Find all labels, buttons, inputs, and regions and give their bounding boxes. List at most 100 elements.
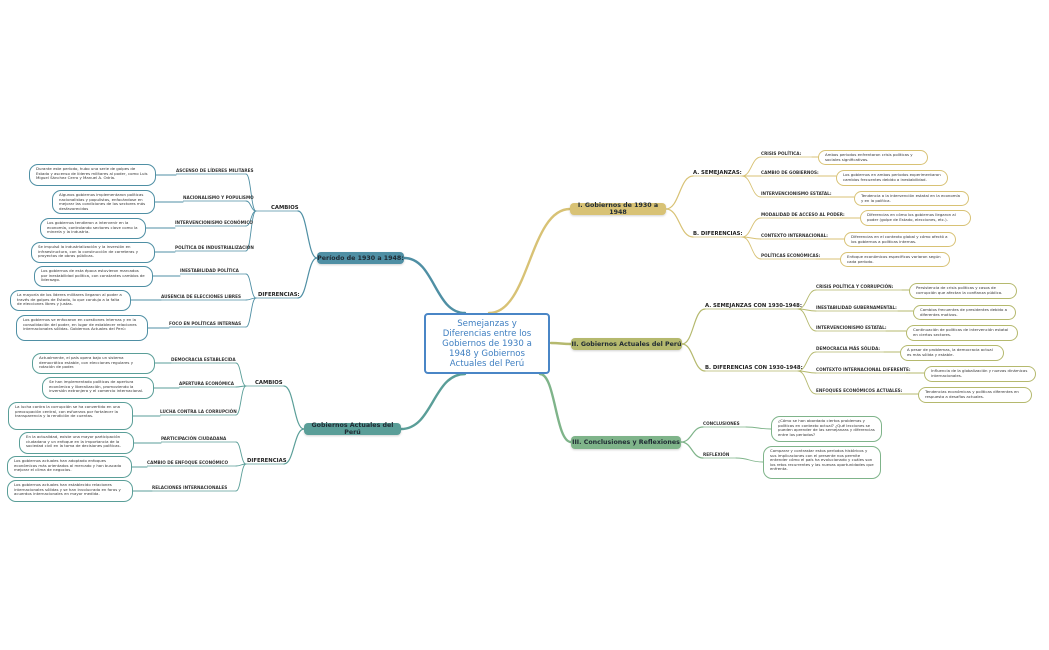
b1-dif-politicas <box>741 236 762 260</box>
trunk-b4 <box>402 256 467 315</box>
branch-gobiernos-actuales[interactable]: II. Gobiernos Actuales del Perú <box>571 338 682 350</box>
b4-label-ascenso[interactable]: ASCENSO DE LÍDERES MILITARES <box>176 168 254 173</box>
b2-sem-intervencionismo <box>797 308 817 332</box>
b5-cam-apertura <box>235 385 247 388</box>
b4-leaf-intervencionismo[interactable]: Los gobiernos tendieron a intervenir en … <box>40 218 146 239</box>
b4-leaf-foco[interactable]: Los gobiernos se enfocaron en cuestiones… <box>16 315 148 341</box>
b5-cam-corrupcion <box>235 385 247 416</box>
b1-leaf-politicas[interactable]: Enfoque económicos específicos variaron … <box>840 252 950 267</box>
b4-label-industrializacion[interactable]: POLÍTICA DE INDUSTRIALIZACIÓN <box>175 245 254 250</box>
b2-dif-enfoques <box>797 370 817 395</box>
b5-leaf-relaciones[interactable]: Los gobiernos actuales han establecido r… <box>7 480 133 502</box>
b3-label-reflexion[interactable]: REFLEXIÓN <box>703 452 730 457</box>
b2-label-enfoques[interactable]: ENFOQUES ECONÓMICOS ACTUALES: <box>816 388 903 393</box>
b3-leaf-reflexion[interactable]: Comparar y contrastar estos períodos his… <box>763 446 881 479</box>
b1-sem-intervencionismo <box>741 175 762 198</box>
b1-leaf-contexto[interactable]: Diferencias en el contexto global y cómo… <box>844 232 956 247</box>
b1-leaf-cambio[interactable]: Los gobiernos en ambos periodos experime… <box>836 170 948 186</box>
b4-leaf-ausencia[interactable]: La mayoría de los líderes militares lleg… <box>10 290 131 311</box>
b5-cambios[interactable]: CAMBIOS <box>255 380 283 386</box>
b1-diferencias[interactable]: B. DIFERENCIAS: <box>693 231 743 237</box>
b3-leaf-line-conclusiones <box>745 426 772 430</box>
b1-leaf-modalidad[interactable]: Diferencias en cómo los gobiernos llegar… <box>860 210 971 226</box>
b4-label-intervencionismo[interactable]: INTERVENCIONISMO ECONÓMICO <box>175 220 253 225</box>
b5-leaf-enfoque[interactable]: Los gobiernos actuales han adoptado enfo… <box>7 456 132 478</box>
central-topic[interactable]: Semejanzas y Diferencias entre los Gobie… <box>424 313 550 374</box>
b4-leaf-industrializacion[interactable]: Se impulsó la industrialización y la inv… <box>31 242 155 263</box>
b4-cam-nacionalismo <box>245 200 257 212</box>
b2-label-inestabilidad[interactable]: INESTABILIDAD GUBERNAMENTAL: <box>816 305 897 310</box>
b2-label-democracia[interactable]: DEMOCRACIA MÁS SÓLIDA: <box>816 346 881 351</box>
b2-diferencias[interactable]: B. DIFERENCIAS CON 1930-1948: <box>705 365 803 371</box>
b4-dif-ausencia <box>245 297 257 301</box>
b4-to-diferencias <box>297 257 318 299</box>
b4-label-inestabilidad[interactable]: INESTABILIDAD POLÍTICA <box>180 268 239 273</box>
b2-dif-democracia <box>797 351 817 372</box>
b1-label-contexto[interactable]: CONTEXTO INTERNACIONAL: <box>761 233 828 238</box>
b2-sem-crisis <box>797 289 817 310</box>
b2-semejanzas[interactable]: A. SEMEJANZAS CON 1930-1948: <box>705 303 802 309</box>
b2-leaf-enfoques[interactable]: Tendencias económicas y políticas difere… <box>918 387 1032 403</box>
b1-to-semejanzas <box>665 175 694 210</box>
b4-label-nacionalismo[interactable]: NACIONALISMO Y POPULISMO <box>183 195 254 200</box>
b5-label-relaciones[interactable]: RELACIONES INTERNACIONALES <box>152 485 228 490</box>
b2-leaf-inestabilidad[interactable]: Cambios frecuentes de presidentes debido… <box>913 305 1016 320</box>
b1-semejanzas[interactable]: A. SEMEJANZAS: <box>693 170 742 176</box>
b4-cambios[interactable]: CAMBIOS <box>271 205 299 211</box>
branch-gobiernos-actuales-left[interactable]: Gobiernos Actuales del Perú <box>304 422 401 436</box>
b4-label-ausencia[interactable]: AUSENCIA DE ELECCIONES LIBRES <box>161 294 242 299</box>
b1-label-intervencionismo[interactable]: INTERVENCIONISMO ESTATAL: <box>761 191 832 196</box>
b5-label-participacion[interactable]: PARTICIPACIÓN CIUDADANA <box>161 436 227 441</box>
branch-conclusiones[interactable]: III. Conclusiones y Reflexiones <box>571 436 681 449</box>
b5-diferencias[interactable]: DIFERENCIAS <box>247 458 287 464</box>
b2-label-crisis[interactable]: CRISIS POLÍTICA Y CORRUPCIÓN: <box>816 284 894 289</box>
b4-dif-inestabilidad <box>245 273 257 299</box>
b2-leaf-democracia[interactable]: A pesar de problemas, la democracia actu… <box>900 345 1004 361</box>
b1-leaf-intervencionismo[interactable]: Tendencia a la intervención estatal en l… <box>854 191 969 206</box>
b5-leaf-participacion[interactable]: En la actualidad, existe una mayor parti… <box>19 432 134 454</box>
branch-gobiernos-1930-1948[interactable]: I. Gobiernos de 1930 a 1948 <box>570 202 666 216</box>
b5-dif-enfoque <box>235 463 247 467</box>
b5-label-corrupcion[interactable]: LUCHA CONTRA LA CORRUPCIÓN <box>160 409 237 414</box>
b1-label-politicas[interactable]: POLÍTICAS ECONÓMICAS: <box>761 253 821 258</box>
b3-leaf-line-reflexion <box>735 457 764 463</box>
b4-cam-ascenso <box>245 173 257 212</box>
b3-to-reflexion <box>680 441 704 459</box>
b2-leaf-intervencionismo[interactable]: Continuación de políticas de intervenció… <box>906 325 1018 341</box>
b5-to-diferencias <box>283 428 305 465</box>
b3-to-conclusiones <box>680 426 704 443</box>
b4-diferencias[interactable]: DIFERENCIAS: <box>258 292 300 298</box>
b2-label-intervencionismo[interactable]: INTERVENCIONISMO ESTATAL: <box>816 325 887 330</box>
b2-leaf-crisis[interactable]: Persistencia de crisis políticas y casos… <box>909 283 1017 299</box>
b3-leaf-conclusiones[interactable]: ¿Cómo se han abordado ciertos problemas … <box>771 416 882 442</box>
b5-leaf-democracia[interactable]: Actualmente, el país opera bajo un siste… <box>32 353 155 374</box>
b4-leaf-ascenso[interactable]: Durante este período, hubo una serie de … <box>29 164 156 186</box>
trunk-b2 <box>549 341 573 346</box>
b2-to-semejanzas <box>681 308 706 345</box>
b5-label-apertura[interactable]: APERTURA ECONÓMICA <box>179 381 234 386</box>
b5-label-democracia[interactable]: DEMOCRACIA ESTABLECIDA <box>171 357 236 362</box>
b1-label-cambio[interactable]: CAMBIO DE GOBIERNOS: <box>761 170 819 175</box>
b5-label-enfoque[interactable]: CAMBIO DE ENFOQUE ECONÓMICO <box>147 460 229 465</box>
b4-leaf-nacionalismo[interactable]: Algunos gobiernos implementaron política… <box>52 190 155 214</box>
b1-dif-modalidad <box>741 217 762 238</box>
b5-leaf-corrupcion[interactable]: La lucha contra la corrupción se ha conv… <box>8 402 133 430</box>
b1-label-modalidad[interactable]: MODALIDAD DE ACCESO AL PODER: <box>761 212 845 217</box>
b5-leaf-apertura[interactable]: Se han implementado políticas de apertur… <box>42 377 154 399</box>
b2-to-diferencias <box>681 343 706 372</box>
b2-label-contexto[interactable]: CONTEXTO INTERNACIONAL DIFERENTE: <box>816 367 911 372</box>
b3-label-conclusiones[interactable]: CONCLUSIONES <box>703 421 740 426</box>
b4-label-foco[interactable]: FOCO EN POLÍTICAS INTERNAS <box>169 321 242 326</box>
branch-periodo-1930-1948[interactable]: Período de 1930 a 1948: <box>317 252 404 264</box>
b1-sem-crisis <box>741 156 762 177</box>
b4-leaf-inestabilidad[interactable]: Los gobiernos de esta época estuvieron m… <box>34 266 153 287</box>
b1-leaf-crisis[interactable]: Ambos periodos enfrentaron crisis políti… <box>818 150 928 165</box>
b4-to-cambios <box>297 210 318 259</box>
b2-leaf-contexto[interactable]: Influencia de la globalización y nuevas … <box>924 366 1036 382</box>
b1-label-crisis[interactable]: CRISIS POLÍTICA: <box>761 151 802 156</box>
trunk-b3 <box>538 372 573 444</box>
b5-dif-participacion <box>235 441 247 465</box>
b5-to-cambios <box>283 385 305 430</box>
